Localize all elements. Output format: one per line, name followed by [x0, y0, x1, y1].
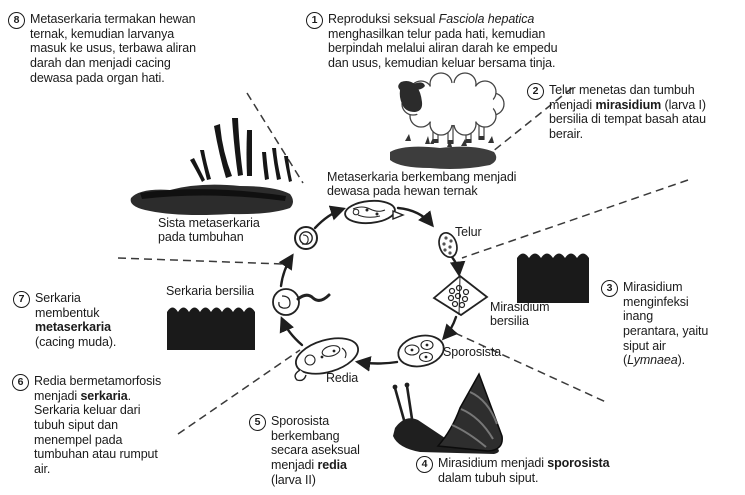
step-6-text: Redia bermetamorfosis menjadi serkaria. …	[34, 374, 162, 476]
divider-left	[117, 257, 284, 265]
arrow-cyst-to-adult	[313, 205, 346, 230]
arrow-cercaria-to-cyst	[278, 253, 294, 288]
step-7-text: Serkaria membentuk metaserkaria (cacing …	[35, 291, 117, 349]
divider-right	[461, 179, 689, 259]
sporocyst-label: Sporosista	[443, 345, 502, 359]
divider-top-left	[246, 92, 304, 184]
step-8-badge: 8	[8, 12, 25, 29]
step-2-badge: 2	[527, 83, 544, 100]
sheep-illustration	[390, 72, 505, 169]
arrow-egg-to-miracidium	[449, 255, 466, 278]
note-step-4: 4 Mirasidium menjadi sporosista dalam tu…	[416, 456, 628, 485]
metacercaria-cyst-drawing	[294, 226, 318, 250]
redia-drawing	[294, 337, 359, 382]
grass-illustration	[130, 118, 293, 215]
step-2-text: Telur menetas dan tumbuh menjadi mirasid…	[549, 83, 706, 141]
divider-bottom-left	[177, 349, 301, 435]
snail-illustration	[392, 372, 503, 454]
grass-tufts	[405, 134, 494, 147]
note-step-7: 7 Serkaria membentuk metaserkaria (cacin…	[13, 291, 123, 350]
step-3-badge: 3	[601, 280, 618, 297]
water-right-illustration	[517, 253, 589, 303]
sheep-head	[398, 81, 425, 112]
step-1-badge: 1	[306, 12, 323, 29]
miracidium-label: Mirasidium bersilia	[490, 300, 550, 328]
note-step-6: 6 Redia bermetamorfosis menjadi serkaria…	[12, 374, 162, 476]
water-left-illustration	[167, 307, 255, 350]
step-4-badge: 4	[416, 456, 433, 473]
note-step-3: 3 Mirasidium menginfeksi inang perantara…	[601, 280, 711, 368]
step-1-text: Reproduksi seksual Fasciola hepatica men…	[328, 12, 558, 70]
divider-bottom-right	[454, 332, 609, 404]
step-4-text: Mirasidium menjadi sporosista dalam tubu…	[438, 456, 610, 485]
divider-top-right	[491, 87, 573, 153]
step-8-text: Metaserkaria termakan hewan ternak, kemu…	[30, 12, 196, 85]
step-6-badge: 6	[12, 374, 29, 391]
note-step-2: 2 Telur menetas dan tumbuh menjadi miras…	[527, 83, 729, 142]
step-7-badge: 7	[13, 291, 30, 308]
cercaria-drawing	[272, 288, 331, 316]
egg-drawing	[438, 231, 458, 259]
arrow-redia-to-cercaria	[279, 316, 304, 347]
cercaria-label: Serkaria bersilia	[166, 284, 254, 298]
cycle-arrows	[278, 205, 466, 372]
note-step-1: 1 Reproduksi seksual Fasciola hepatica m…	[306, 12, 573, 71]
step-5-badge: 5	[249, 414, 266, 431]
step-3-text: Mirasidium menginfeksi inang perantara, …	[623, 280, 709, 368]
arrow-adult-to-egg	[396, 206, 434, 228]
egg-label: Telur	[455, 225, 482, 239]
miracidium-drawing	[432, 274, 489, 317]
sporocyst-drawing	[397, 334, 445, 368]
metacercaria-cyst-label: Sista metaserkaria pada tumbuhan	[158, 216, 260, 244]
adult-fluke-drawing	[344, 199, 405, 225]
step-5-text: Sporosista berkembang secara aseksual me…	[271, 414, 360, 487]
note-step-5: 5 Sporosista berkembang secara aseksual …	[249, 414, 364, 487]
arrow-sporocyst-to-redia	[354, 356, 399, 372]
arrow-miracidium-to-sporocyst	[441, 315, 459, 341]
sector-divider-lines	[117, 87, 689, 435]
adult-stage-caption: Metaserkaria berkembang menjadi dewasa p…	[327, 170, 517, 198]
note-step-8: 8 Metaserkaria termakan hewan ternak, ke…	[8, 12, 210, 85]
redia-label: Redia	[326, 371, 359, 385]
